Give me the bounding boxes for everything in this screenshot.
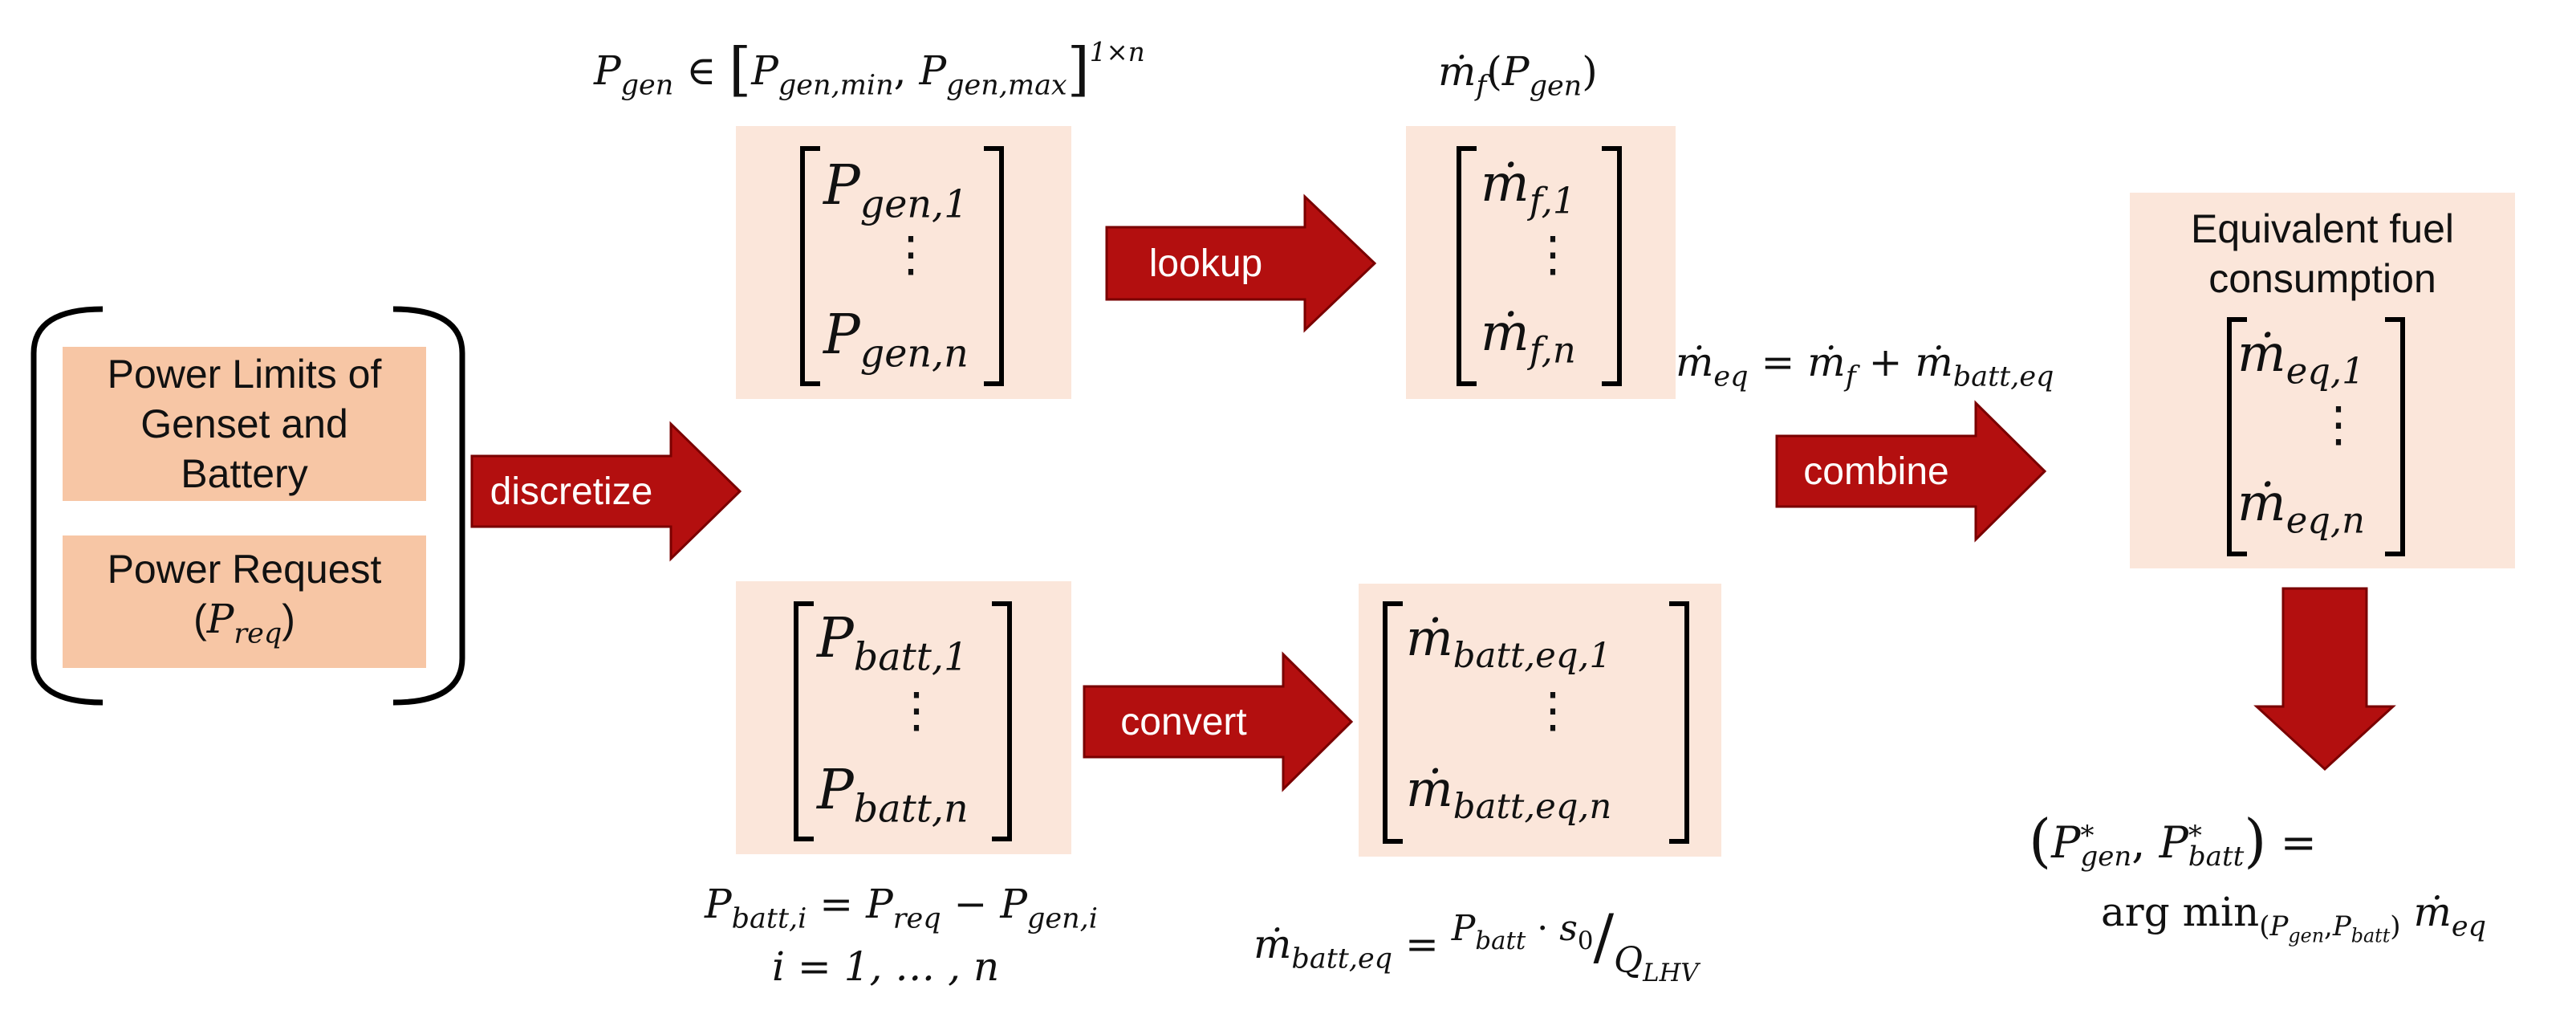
batt-eq-formula: ṁbatt,eq = Pbatt · s0/QLHV: [1253, 901, 1699, 987]
gen-vector-bottom: Pgen,n: [823, 303, 969, 377]
eq-left-bracket: [2227, 317, 2247, 556]
batt-eq-vector-top: ṁbatt,eq,1: [1406, 609, 1611, 677]
lookup-arrow: [1105, 193, 1377, 333]
batt-left-bracket: [794, 601, 814, 841]
discretize-label: discretize: [490, 470, 653, 513]
gen-right-bracket: [984, 146, 1004, 386]
gen-vector-dots: ⋮: [887, 226, 935, 283]
fuel-right-bracket: [1602, 146, 1622, 386]
power-request-box: Power Request (Preq): [63, 535, 426, 668]
batt-vector-dots: ⋮: [892, 682, 941, 739]
equivalent-fuel-title: Equivalent fuel consumption: [2130, 204, 2515, 303]
input-open-paren: [30, 306, 104, 706]
batt-eq-left-bracket: [1383, 601, 1403, 844]
power-limits-box: Power Limits of Genset and Battery: [63, 347, 426, 501]
combine-arrow: [1775, 400, 2047, 543]
optimal-result-line-2: arg min(Pgen,Pbatt) ṁeq: [2101, 889, 2486, 947]
input-close-paren: [392, 306, 465, 706]
gen-left-bracket: [800, 146, 820, 386]
eq-right-bracket: [2385, 317, 2405, 556]
power-limits-line-1: Power Limits of: [107, 352, 382, 397]
batt-vector-top: Pbatt,1: [817, 607, 969, 680]
batt-power-equation: Pbatt,i = Preq − Pgen,i: [705, 881, 1098, 935]
discretize-arrow: [470, 421, 742, 562]
batt-eq-vector-bottom: ṁbatt,eq,n: [1406, 759, 1612, 828]
convert-arrow: [1083, 651, 1354, 792]
fuel-left-bracket: [1457, 146, 1477, 386]
batt-index-range: i = 1, … , n: [772, 943, 1000, 990]
fuel-function-label: ṁf(Pgen): [1438, 48, 1598, 103]
equivalent-vector-top: ṁeq,1: [2237, 324, 2365, 393]
convert-label: convert: [1120, 700, 1247, 743]
batt-eq-vector-box: [1359, 584, 1721, 857]
equivalent-fuel-title-line-2: consumption: [2208, 256, 2436, 301]
equivalent-vector-dots: ⋮: [2314, 397, 2363, 453]
batt-vector-bottom: Pbatt,n: [817, 759, 969, 832]
fuel-vector-bottom: ṁf,n: [1481, 303, 1576, 372]
power-request-label: Power Request: [107, 547, 382, 592]
equivalent-fuel-title-line-1: Equivalent fuel: [2190, 206, 2454, 251]
result-down-arrow: [2253, 587, 2396, 772]
power-request-symbol: (Preq): [193, 596, 295, 650]
fuel-vector-box: [1406, 126, 1676, 399]
equivalent-vector-bottom: ṁeq,n: [2237, 474, 2365, 542]
gen-domain-formula: Pgen ∈ [Pgen,min, Pgen,max]1×n: [594, 35, 1145, 103]
fuel-vector-dots: ⋮: [1529, 226, 1577, 283]
power-limits-line-2: Genset and: [140, 401, 348, 446]
combine-equation: ṁeq = ṁf + ṁbatt,eq: [1676, 339, 2054, 393]
fuel-vector-top: ṁf,1: [1481, 154, 1576, 222]
combine-label: combine: [1803, 450, 1949, 493]
batt-eq-right-bracket: [1669, 601, 1689, 844]
gen-vector-box: [736, 126, 1071, 399]
batt-vector-box: [736, 581, 1071, 854]
batt-right-bracket: [992, 601, 1012, 841]
gen-vector-top: Pgen,1: [823, 154, 969, 227]
optimal-result-line-1: (P*gen, P*batt) =: [2029, 807, 2317, 874]
batt-eq-vector-dots: ⋮: [1529, 682, 1577, 739]
power-limits-line-3: Battery: [181, 451, 308, 496]
lookup-label: lookup: [1148, 242, 1263, 285]
equivalent-fuel-box: [2130, 193, 2515, 568]
